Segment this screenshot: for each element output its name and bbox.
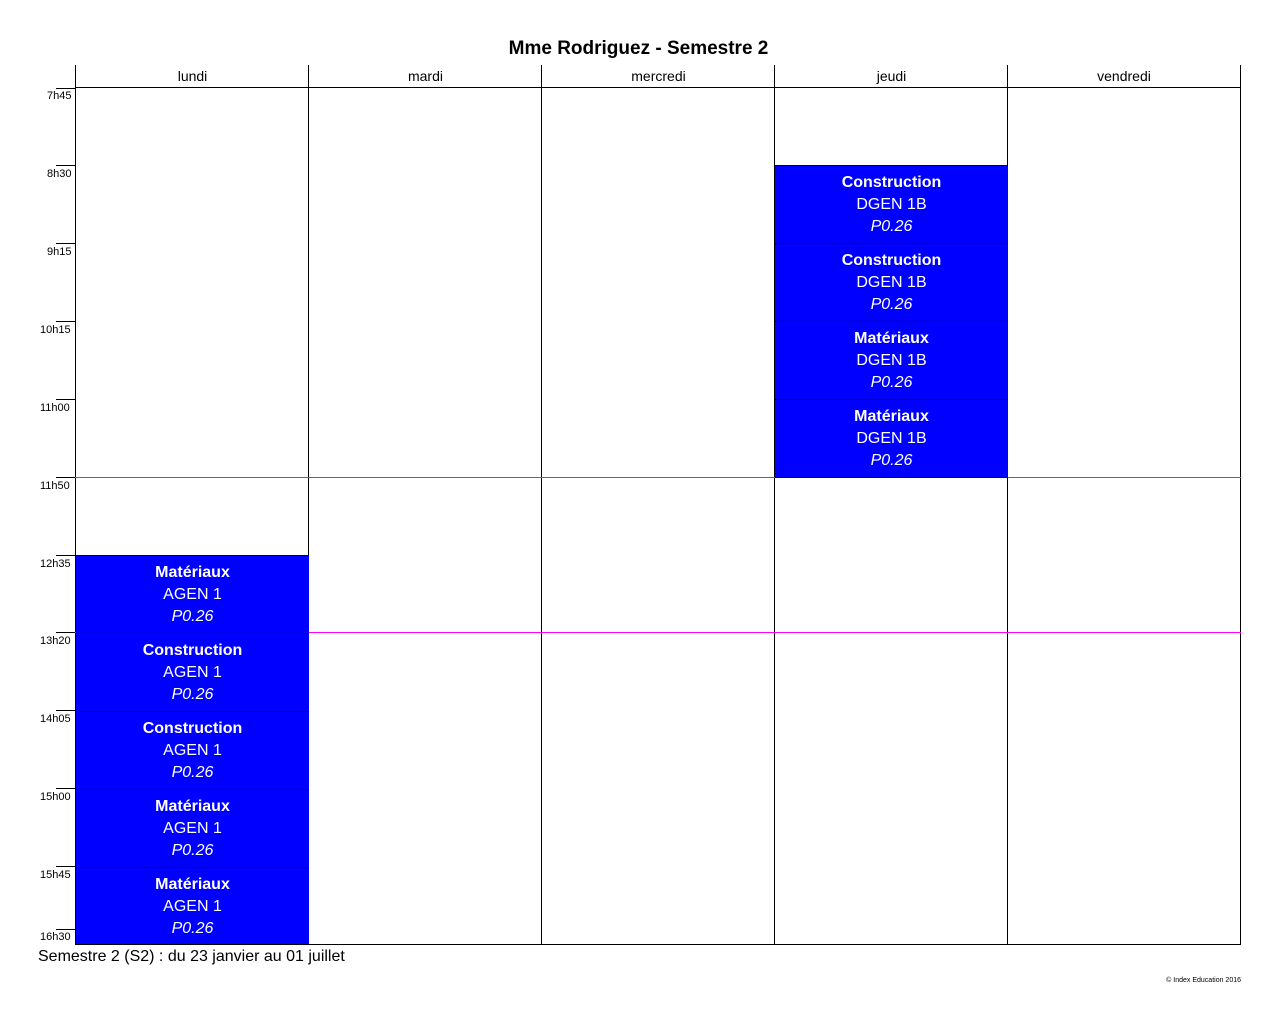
time-tick xyxy=(56,165,75,166)
time-label: 13h20 xyxy=(40,635,71,647)
time-label: 11h00 xyxy=(40,402,70,414)
course-group: DGEN 1B xyxy=(856,196,927,213)
time-tick xyxy=(56,88,75,89)
break-line xyxy=(75,632,1241,633)
course-block[interactable]: Construction DGEN 1B P0.26 xyxy=(775,243,1008,322)
course-block[interactable]: Matériaux DGEN 1B P0.26 xyxy=(775,321,1008,400)
course-subject: Construction xyxy=(142,642,243,659)
time-tick xyxy=(56,710,75,711)
course-group: DGEN 1B xyxy=(856,274,927,291)
time-tick xyxy=(56,243,75,244)
time-tick xyxy=(56,555,75,556)
course-block[interactable]: Construction DGEN 1B P0.26 xyxy=(775,165,1008,244)
time-tick xyxy=(56,632,75,633)
course-group: AGEN 1 xyxy=(163,586,222,603)
course-group: AGEN 1 xyxy=(163,820,222,837)
time-tick xyxy=(56,788,75,789)
day-header: jeudi xyxy=(775,65,1008,88)
course-block[interactable]: Matériaux AGEN 1 P0.26 xyxy=(76,555,309,634)
time-tick xyxy=(56,321,75,322)
day-column-lundi: lundi xyxy=(75,65,309,945)
course-room: P0.26 xyxy=(171,842,214,859)
course-block[interactable]: Matériaux DGEN 1B P0.26 xyxy=(775,399,1008,478)
course-group: AGEN 1 xyxy=(163,898,222,915)
course-group: AGEN 1 xyxy=(163,664,222,681)
time-label: 7h45 xyxy=(47,90,72,102)
course-room: P0.26 xyxy=(171,920,214,937)
course-room: P0.26 xyxy=(870,452,913,469)
day-header: mardi xyxy=(309,65,542,88)
course-group: DGEN 1B xyxy=(856,352,927,369)
break-line xyxy=(75,477,1241,478)
time-label: 14h05 xyxy=(40,713,71,725)
time-label: 16h30 xyxy=(40,931,71,943)
timetable-title: Mme Rodriguez - Semestre 2 xyxy=(508,38,769,59)
course-block[interactable]: Matériaux AGEN 1 P0.26 xyxy=(76,867,309,945)
semester-range: Semestre 2 (S2) : du 23 janvier au 01 ju… xyxy=(38,948,345,965)
course-block[interactable]: Construction AGEN 1 P0.26 xyxy=(76,633,309,712)
time-label: 9h15 xyxy=(47,246,72,258)
course-subject: Matériaux xyxy=(155,564,230,581)
time-label: 10h15 xyxy=(40,324,71,336)
time-label: 8h30 xyxy=(47,168,72,180)
day-column-jeudi: jeudi xyxy=(774,65,1008,945)
course-room: P0.26 xyxy=(870,296,913,313)
time-label: 12h35 xyxy=(40,558,71,570)
day-header: mercredi xyxy=(542,65,775,88)
course-subject: Construction xyxy=(841,252,942,269)
time-tick xyxy=(56,929,75,930)
course-subject: Matériaux xyxy=(854,408,929,425)
day-header: lundi xyxy=(76,65,309,88)
course-subject: Matériaux xyxy=(155,876,230,893)
course-block[interactable]: Matériaux AGEN 1 P0.26 xyxy=(76,789,309,868)
day-column-vendredi: vendredi xyxy=(1007,65,1241,945)
copyright: © Index Education 2016 xyxy=(1166,977,1241,984)
course-room: P0.26 xyxy=(870,374,913,391)
course-subject: Construction xyxy=(841,174,942,191)
course-room: P0.26 xyxy=(171,686,214,703)
grid-bottom-border xyxy=(75,944,1241,945)
timetable-grid: lundi mardi mercredi jeudi vendredi Cons… xyxy=(75,65,1241,945)
course-room: P0.26 xyxy=(171,764,214,781)
time-tick xyxy=(56,866,75,867)
day-column-mercredi: mercredi xyxy=(541,65,775,945)
time-label: 11h50 xyxy=(40,480,70,492)
course-room: P0.26 xyxy=(870,218,913,235)
time-label: 15h45 xyxy=(40,869,71,881)
course-group: AGEN 1 xyxy=(163,742,222,759)
day-column-mardi: mardi xyxy=(308,65,542,945)
time-label: 15h00 xyxy=(40,791,71,803)
course-block[interactable]: Construction AGEN 1 P0.26 xyxy=(76,711,309,790)
course-subject: Construction xyxy=(142,720,243,737)
course-subject: Matériaux xyxy=(155,798,230,815)
day-header: vendredi xyxy=(1008,65,1240,88)
time-tick xyxy=(56,399,75,400)
time-tick xyxy=(56,477,75,478)
course-group: DGEN 1B xyxy=(856,430,927,447)
course-room: P0.26 xyxy=(171,608,214,625)
course-subject: Matériaux xyxy=(854,330,929,347)
